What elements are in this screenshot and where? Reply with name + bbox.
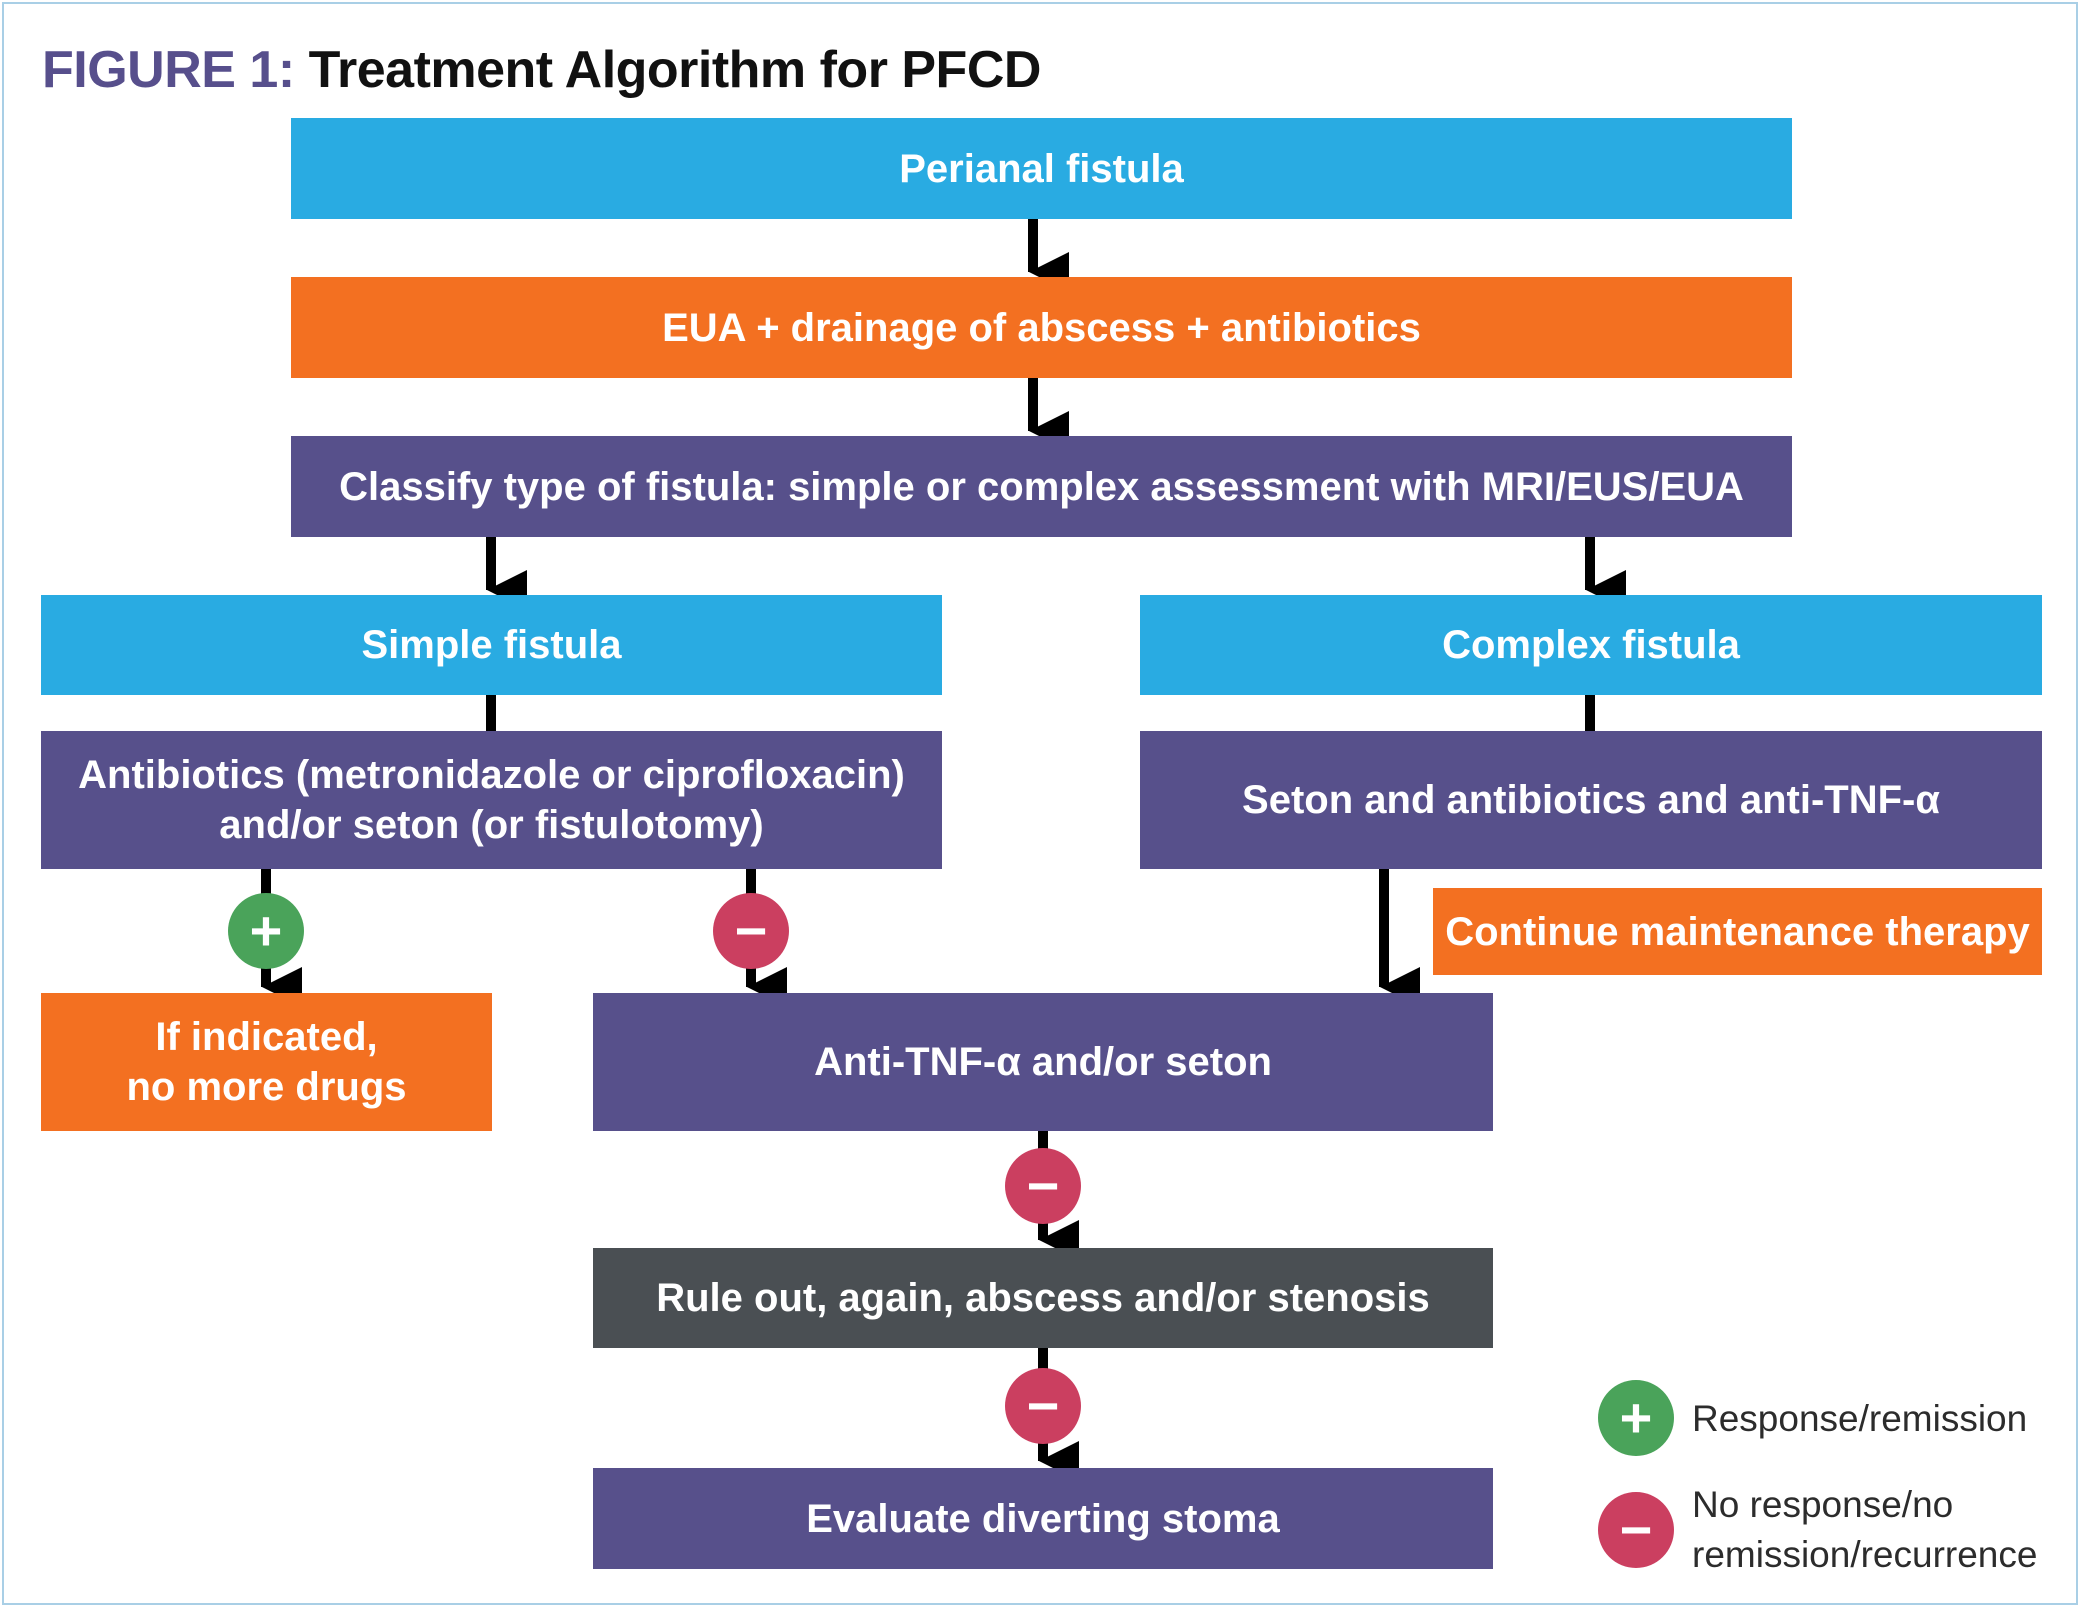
minus-icon: − [1005, 1148, 1081, 1224]
node-simple-fistula: Simple fistula [41, 595, 942, 695]
node-no-more-drugs: If indicated, no more drugs [41, 993, 492, 1131]
node-simple-treatment: Antibiotics (metronidazole or ciprofloxa… [41, 731, 942, 869]
figure-title: FIGURE 1: Treatment Algorithm for PFCD [42, 30, 1041, 110]
node-rule-out: Rule out, again, abscess and/or stenosis [593, 1248, 1493, 1348]
figure-title-text: Treatment Algorithm for PFCD [308, 41, 1042, 99]
legend-plus-icon: + [1598, 1380, 1674, 1456]
legend-minus-icon: − [1598, 1492, 1674, 1568]
node-perianal-fistula: Perianal fistula [291, 118, 1792, 219]
node-classify-fistula: Classify type of fistula: simple or comp… [291, 436, 1792, 537]
minus-icon: − [713, 893, 789, 969]
node-complex-treatment: Seton and antibiotics and anti-TNF-α [1140, 731, 2042, 869]
node-anti-tnf-seton: Anti-TNF-α and/or seton [593, 993, 1493, 1131]
figure-label: FIGURE 1: [42, 41, 295, 99]
plus-icon: + [228, 893, 304, 969]
node-eua-drainage: EUA + drainage of abscess + antibiotics [291, 277, 1792, 378]
legend-response-label: Response/remission [1692, 1398, 2028, 1439]
minus-icon: − [1005, 1368, 1081, 1444]
node-complex-fistula: Complex fistula [1140, 595, 2042, 695]
node-diverting-stoma: Evaluate diverting stoma [593, 1468, 1493, 1569]
legend-no-response-label: No response/no remission/recurrence [1692, 1484, 2038, 1575]
node-continue-maintenance: Continue maintenance therapy [1433, 888, 2042, 975]
